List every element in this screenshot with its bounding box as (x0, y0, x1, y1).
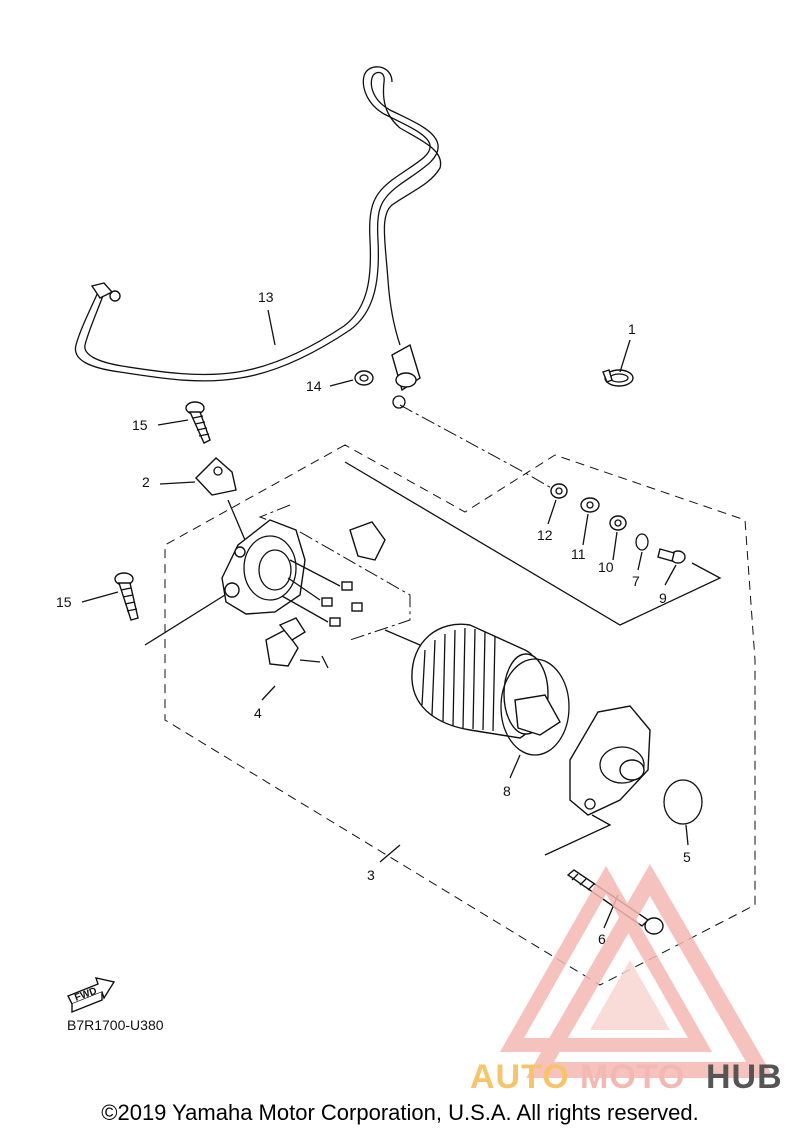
armature-part-8 (411, 623, 570, 756)
callout-5: 5 (683, 849, 691, 865)
callout-2: 2 (142, 474, 150, 490)
brush-holder-boundary (258, 504, 411, 641)
fwd-arrow-icon: FWD (67, 977, 116, 1014)
callout-6: 6 (598, 931, 606, 947)
watermark-text: AUTO MOTO HUB (470, 1058, 783, 1096)
callout-15-upper: 15 (132, 417, 148, 433)
callout-labels: 1 2 3 4 5 6 7 8 9 10 11 12 13 14 15 15 (56, 289, 691, 947)
rear-cover (221, 519, 306, 615)
callout-14: 14 (306, 378, 322, 394)
bolt-part-15-upper (185, 401, 211, 444)
diagram-code: B7R1700-U380 (67, 1017, 164, 1033)
nut-part-14 (354, 370, 374, 386)
callout-3: 3 (367, 867, 375, 883)
callout-11: 11 (571, 546, 586, 562)
washer-stack (550, 483, 649, 551)
callout-12: 12 (537, 527, 553, 543)
bolt-part-15-lower (114, 572, 139, 621)
callout-8: 8 (503, 783, 511, 799)
callout-13: 13 (258, 289, 274, 305)
callout-9: 9 (659, 590, 667, 606)
front-cover (569, 705, 703, 825)
watermark-logo (499, 864, 774, 1078)
callout-7: 7 (632, 573, 640, 589)
screw-part-9 (657, 548, 686, 564)
callout-4: 4 (254, 705, 262, 721)
leader-lines (81, 309, 689, 929)
bracket-part-2 (195, 457, 237, 496)
starter-cable (74, 66, 442, 409)
callout-1: 1 (628, 321, 636, 337)
watermark-hub: HUB (706, 1058, 783, 1096)
watermark-auto: AUTO (470, 1058, 570, 1096)
watermark-moto: MOTO (580, 1058, 685, 1096)
callout-15-lower: 15 (56, 594, 72, 610)
brush-set (265, 521, 386, 669)
copyright-notice: ©2019 Yamaha Motor Corporation, U.S.A. A… (101, 1100, 699, 1125)
axis-lines (144, 404, 722, 856)
clamp-part-1 (602, 369, 634, 387)
callout-10: 10 (598, 559, 614, 575)
